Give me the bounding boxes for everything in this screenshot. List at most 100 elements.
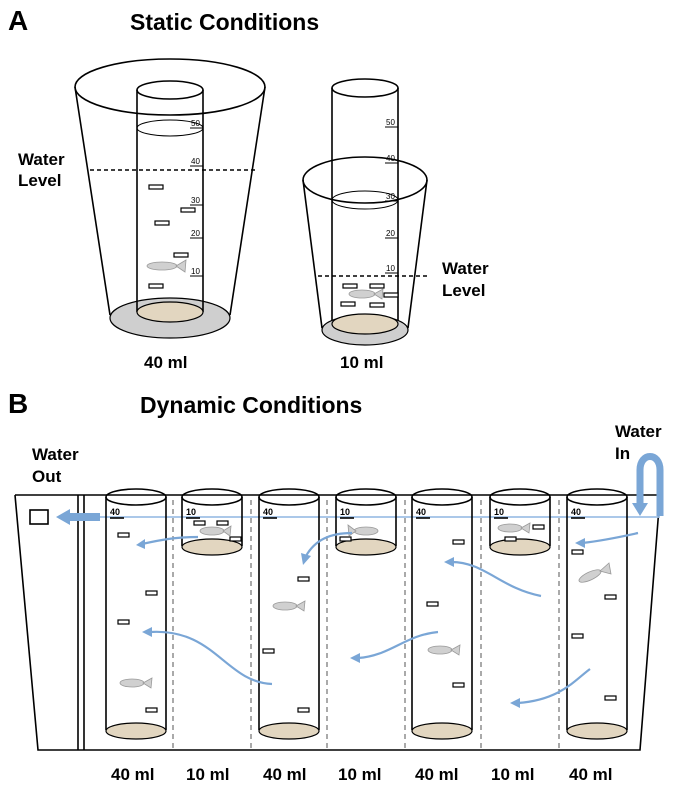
bead: [342, 283, 358, 289]
tick-label: 10: [191, 267, 200, 276]
bead: [571, 549, 584, 555]
bead: [452, 682, 465, 688]
volume-label-10ml: 10 ml: [340, 353, 383, 372]
bead: [154, 220, 170, 226]
bead: [604, 594, 617, 600]
bead: [216, 520, 229, 526]
tick-label: 20: [191, 229, 200, 238]
bead: [117, 532, 130, 538]
mesh-bottom: [566, 722, 628, 740]
chamber-dividers: [172, 500, 560, 750]
panel-a-title: Static Conditions: [130, 9, 319, 35]
water-out-label-2: Out: [32, 467, 62, 486]
bead: [369, 302, 385, 308]
tube-5-40ml: 40: [411, 488, 473, 740]
tick-label: 20: [386, 229, 395, 238]
mesh-bottom-40ml: [136, 301, 204, 323]
tube-mark: 40: [416, 507, 426, 517]
tube-7-40ml: 40: [566, 488, 628, 740]
mesh-bottom: [489, 538, 551, 556]
volume-label: 40 ml: [111, 765, 154, 784]
mesh-bottom: [181, 538, 243, 556]
water-in-label-1: Water: [615, 422, 662, 441]
static-cup-10ml: 50 40 30 20 10: [302, 78, 428, 346]
water-in-label-2: In: [615, 444, 630, 463]
outflow-port: [29, 509, 49, 525]
bead: [229, 536, 242, 542]
volume-label: 10 ml: [491, 765, 534, 784]
tube-4-10ml: 10: [335, 488, 397, 556]
tick-label: 40: [386, 154, 395, 163]
mesh-bottom-10ml: [331, 313, 399, 335]
volume-label: 10 ml: [186, 765, 229, 784]
mesh-bottom: [411, 722, 473, 740]
bead: [145, 590, 158, 596]
water-level-label-left-1: Water: [18, 150, 65, 169]
fish: [119, 677, 153, 689]
bead: [173, 252, 189, 258]
water-level-label-right-2: Level: [442, 281, 485, 300]
bead: [148, 283, 164, 289]
fish: [347, 524, 379, 537]
bead: [369, 283, 385, 289]
tube-mark: 10: [186, 507, 196, 517]
bead: [262, 648, 275, 654]
mesh-bottom: [335, 538, 397, 556]
bead: [604, 695, 617, 701]
panel-b: B Dynamic Conditions Water Out Water In: [8, 388, 664, 784]
tube-mark: 40: [571, 507, 581, 517]
volume-label: 40 ml: [569, 765, 612, 784]
bead: [297, 576, 310, 582]
static-cup-40ml: 50 40 30 20 10: [74, 58, 266, 339]
fish: [348, 288, 384, 300]
tube-graduations-10ml: 50 40 30 20 10: [385, 118, 398, 274]
tick-label: 30: [191, 196, 200, 205]
tube-mark: 40: [263, 507, 273, 517]
tick-label: 50: [386, 118, 395, 127]
tube-mark: 40: [110, 507, 120, 517]
fish: [427, 644, 461, 656]
bead: [340, 301, 356, 307]
bead: [148, 184, 164, 190]
water-level-label-right-1: Water: [442, 259, 489, 278]
tube-1-40ml: 40: [105, 488, 167, 740]
volume-label: 10 ml: [338, 765, 381, 784]
panel-b-letter: B: [8, 388, 28, 419]
water-level-label-left-2: Level: [18, 171, 61, 190]
tube-mark: 10: [494, 507, 504, 517]
fish: [578, 562, 612, 583]
bead: [532, 524, 545, 530]
bead: [339, 536, 352, 542]
panel-a: A Static Conditions 50 40 30 20: [8, 5, 489, 372]
tube-6-10ml: 10: [489, 488, 551, 556]
bead: [383, 292, 399, 298]
bead: [504, 536, 517, 542]
bead: [193, 520, 206, 526]
tube-2-10ml: 10: [181, 488, 243, 556]
fish: [497, 522, 531, 534]
inlet-arrow: [636, 453, 664, 516]
tick-label: 30: [386, 192, 395, 201]
volume-label-40ml: 40 ml: [144, 353, 187, 372]
panel-a-letter: A: [8, 5, 28, 36]
tick-label: 50: [191, 119, 200, 128]
fish: [199, 525, 232, 537]
bead: [297, 707, 310, 713]
fish: [146, 259, 187, 273]
fish: [272, 600, 306, 612]
water-out-label-1: Water: [32, 445, 79, 464]
tick-label: 40: [191, 157, 200, 166]
flow-arrows: [56, 453, 664, 708]
mesh-bottom: [105, 722, 167, 740]
bead: [180, 207, 196, 213]
tube-3-40ml: 40: [258, 488, 320, 740]
bead: [571, 633, 584, 639]
bead: [426, 601, 439, 607]
panel-b-title: Dynamic Conditions: [140, 392, 362, 418]
bead: [145, 707, 158, 713]
bead: [452, 539, 465, 545]
bead: [117, 619, 130, 625]
volume-labels: 40 ml 10 ml 40 ml 10 ml 40 ml 10 ml 40 m…: [111, 765, 612, 784]
